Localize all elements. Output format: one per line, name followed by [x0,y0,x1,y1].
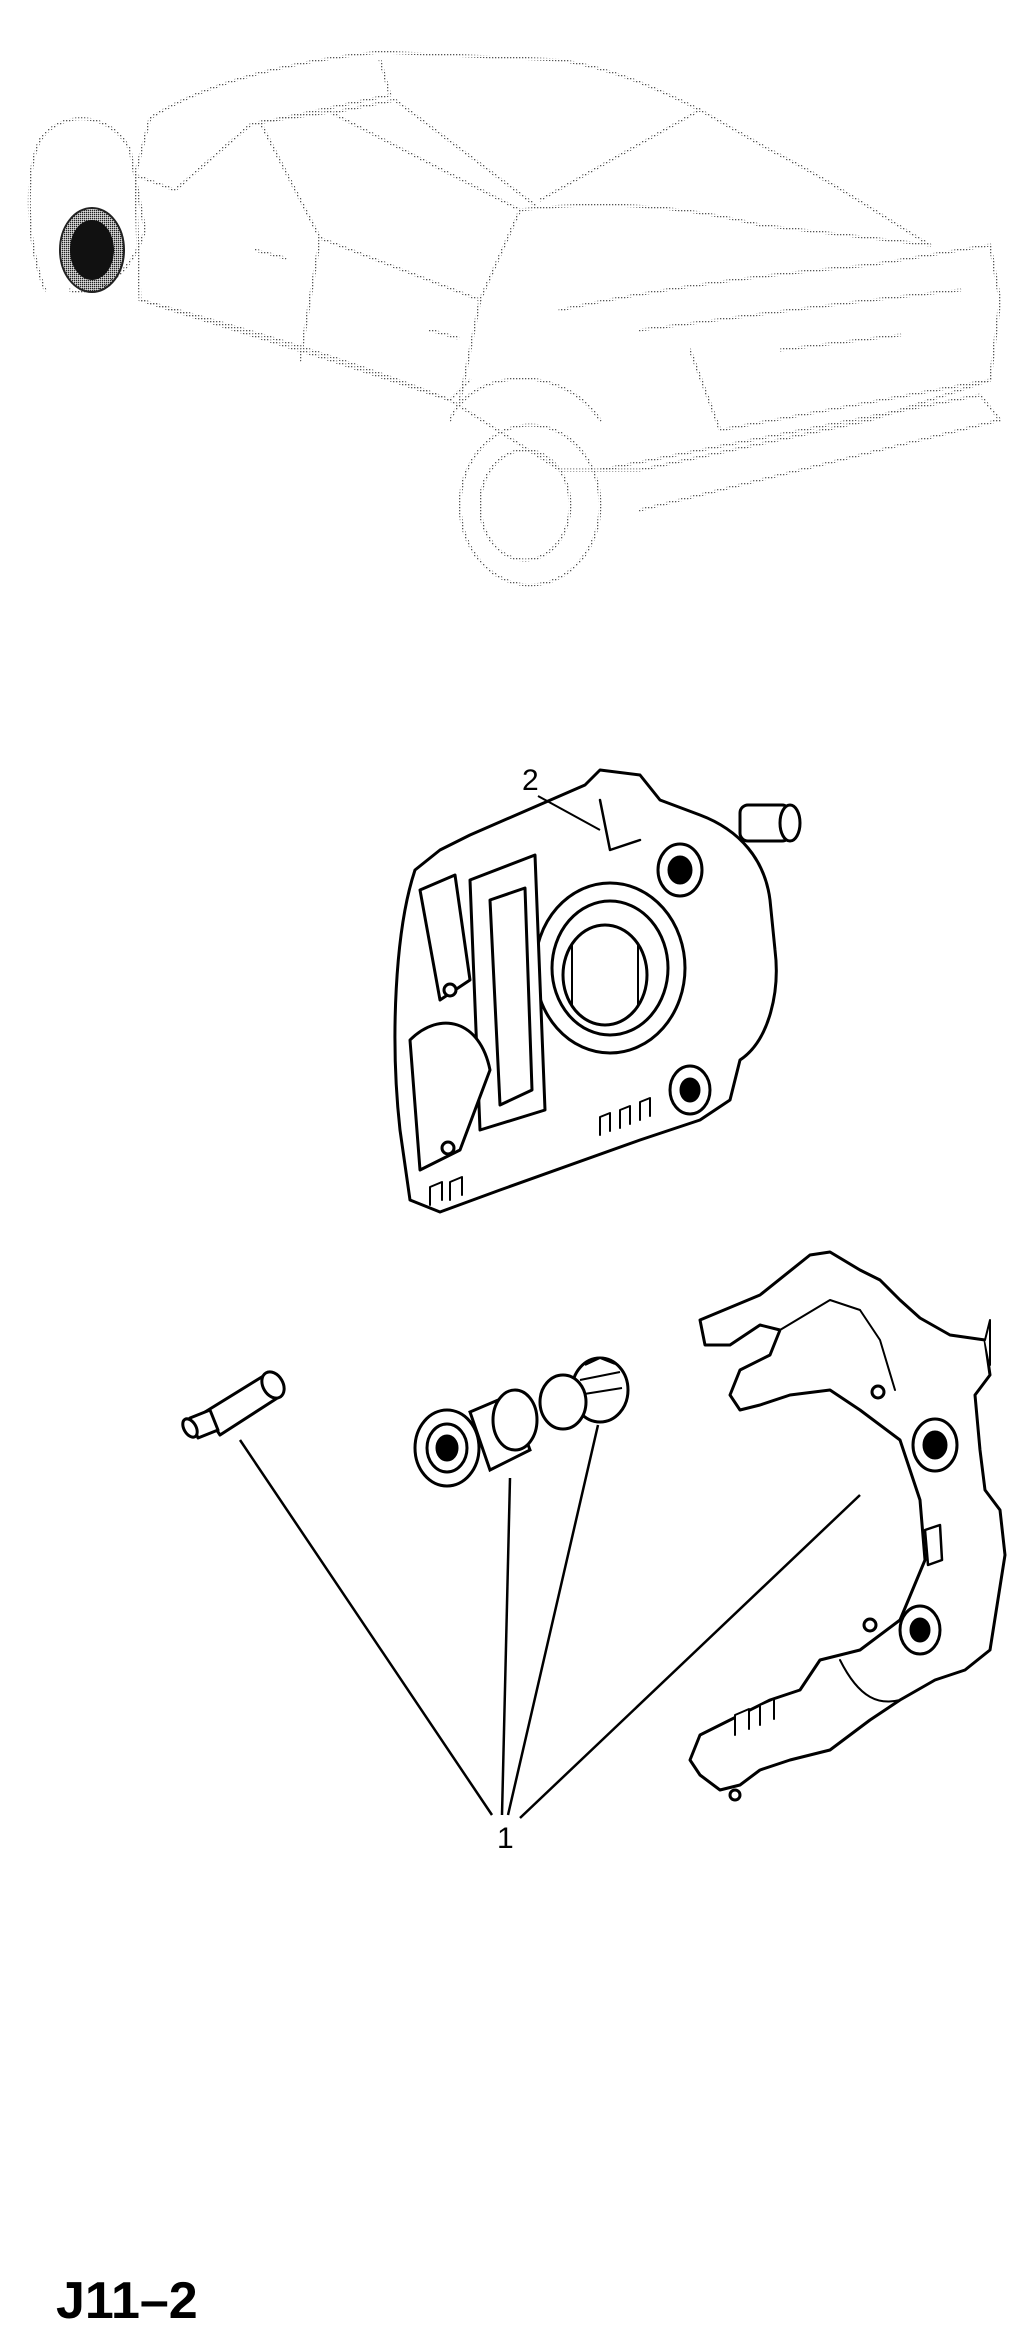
callout-label-2: 2 [522,764,539,797]
highlighted-front-wheel [59,207,125,293]
leader-line-dust-cap [506,1424,600,1816]
caliper-carrier-bracket [688,1250,1007,1802]
leader-line-carrier-bracket [519,1494,861,1819]
callout-label-1: 1 [497,1822,514,1855]
callout-part-2: 2 [522,764,601,831]
leader-line-guide-pin [238,1439,494,1816]
callout-part-1 [238,1424,861,1819]
brake-caliper-part-2 [393,768,802,1214]
dust-cap [538,1356,630,1431]
guide-bush [413,1388,539,1488]
figure-code: J11–2 [56,2272,198,2330]
leader-line-guide-bush [500,1477,512,1816]
vehicle-locator-illustration [27,50,1002,587]
guide-pin [181,1370,286,1440]
